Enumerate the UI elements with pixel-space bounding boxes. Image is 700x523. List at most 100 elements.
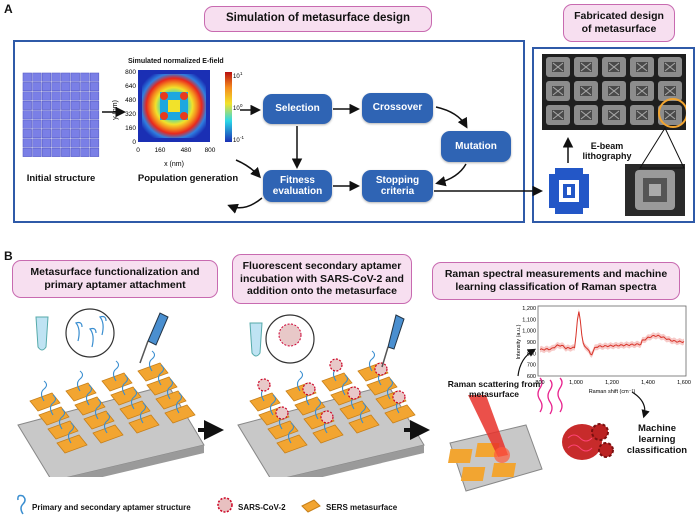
metasurface-pad: [164, 404, 196, 424]
heatmap-ylabel: y (nm): [112, 100, 119, 120]
step2-metasurface-scene: [237, 314, 425, 477]
colorbar-tick-exponent: 0: [240, 103, 243, 108]
raman-scattering-label: Raman scattering from metasurface: [447, 379, 541, 399]
grid-cell: [89, 129, 100, 139]
aptamer-mark: [166, 378, 174, 400]
grid-cell: [41, 91, 52, 101]
aptamer-mark: [103, 412, 111, 434]
grid-cell: [80, 72, 90, 82]
aptamer-mark: [157, 364, 165, 386]
grid-cell: [89, 119, 100, 129]
aptamer-mark: [359, 402, 367, 424]
metasurface-pad: [294, 396, 326, 416]
grid-cell: [89, 110, 100, 120]
grid-cell: [51, 129, 61, 139]
aptamer-mark: [139, 402, 147, 424]
aptamer-legend-icon: [17, 494, 26, 515]
virus-mark: [374, 362, 388, 376]
metasurface-pad: [339, 400, 371, 420]
grid-cell: [32, 100, 42, 110]
step3-title: Raman spectral measurements and machine …: [432, 262, 680, 300]
metasurface-pad: [92, 424, 124, 444]
spectrum-y-tick: 800: [527, 351, 536, 357]
metasurface-pad: [249, 392, 281, 412]
spectrum-y-tick: 700: [527, 363, 536, 369]
legend-sers: SERS metasurface: [326, 503, 398, 512]
grid-cell: [32, 82, 42, 92]
grid-cell: [61, 100, 71, 110]
grid-cell: [22, 147, 32, 157]
heatmap-x-tick: 800: [205, 147, 216, 154]
heatmap-y-tick: 320: [125, 111, 136, 118]
grid-cell: [80, 110, 90, 120]
virus-mark: [392, 390, 406, 404]
panel-letter-a: A: [4, 2, 13, 16]
colorbar-tick: 10: [233, 138, 240, 144]
grid-cell: [32, 110, 42, 120]
heatmap-y-tick: 640: [125, 83, 136, 90]
grid-cell: [22, 72, 32, 82]
colorbar: [225, 72, 232, 142]
heatmap-title: Simulated normalized E-field: [128, 58, 224, 65]
metasurface-pad: [321, 372, 353, 392]
heatmap-x-tick: 0: [136, 147, 140, 154]
grid-cell: [61, 138, 71, 148]
ebeam-label: E-beam lithography: [582, 141, 632, 162]
metasurface-pad: [348, 414, 380, 434]
panel-letter-b: B: [4, 249, 13, 263]
aptamer-mark: [58, 408, 66, 430]
grid-cell: [22, 91, 32, 101]
grid-cell: [89, 91, 100, 101]
metasurface-pad: [128, 414, 160, 434]
virus-mark: [320, 410, 334, 424]
grid-cell: [80, 91, 90, 101]
grid-cell: [51, 147, 61, 157]
grid-cell: [61, 82, 71, 92]
metasurface-pad: [312, 424, 344, 444]
metasurface-pad: [29, 392, 61, 412]
aptamer-mark: [386, 378, 394, 400]
spectrum-ylabel: Intensity (a.u.): [516, 324, 522, 359]
selection-step: Selection: [263, 94, 332, 124]
spectrum-xlabel: Raman shift (cm⁻¹): [589, 389, 636, 395]
heatmap-y-tick: 160: [125, 125, 136, 132]
virus-mark: [275, 406, 289, 420]
aptamer-mark: [76, 370, 84, 392]
grid-cell: [22, 138, 32, 148]
aptamer-mark: [341, 374, 349, 396]
colorbar-tick: 10: [233, 106, 240, 112]
grid-cell: [70, 100, 80, 110]
metasurface-pad: [74, 396, 106, 416]
grid-cell: [22, 82, 32, 92]
metasurface-pad: [110, 386, 142, 406]
grid-cell: [32, 138, 42, 148]
grid-cell: [41, 110, 52, 120]
grid-cell: [70, 72, 80, 82]
stopping-criteria-step: Stopping criteria: [362, 170, 433, 202]
initial-structure-grid: [22, 72, 100, 157]
step2-title: Fluorescent secondary aptamer incubation…: [232, 254, 412, 304]
grid-cell: [41, 138, 52, 148]
metasurface-pad: [267, 420, 299, 440]
aptamer-mark: [296, 370, 304, 392]
grid-cell: [22, 119, 32, 129]
grid-cell: [22, 100, 32, 110]
aptamer-mark: [287, 422, 295, 444]
legend-virus: SARS-CoV-2: [238, 503, 286, 512]
grid-cell: [70, 129, 80, 139]
initial-structure-label: Initial structure: [26, 173, 96, 184]
metasurface-pad: [137, 362, 169, 382]
metasurface-pad: [366, 376, 398, 396]
metasurface-pad: [384, 404, 416, 424]
grid-cell: [51, 82, 61, 92]
aptamer-mark: [67, 422, 75, 444]
scattered-light-wave: [537, 377, 563, 415]
grid-cell: [51, 119, 61, 129]
ml-classification-label: Machine learning classification: [626, 423, 688, 456]
grid-cell: [51, 110, 61, 120]
spectrum-x-tick: 1,200: [605, 380, 619, 386]
metasurface-pad: [47, 420, 79, 440]
grid-cell: [61, 147, 71, 157]
population-generation-label: Population generation: [137, 173, 239, 184]
